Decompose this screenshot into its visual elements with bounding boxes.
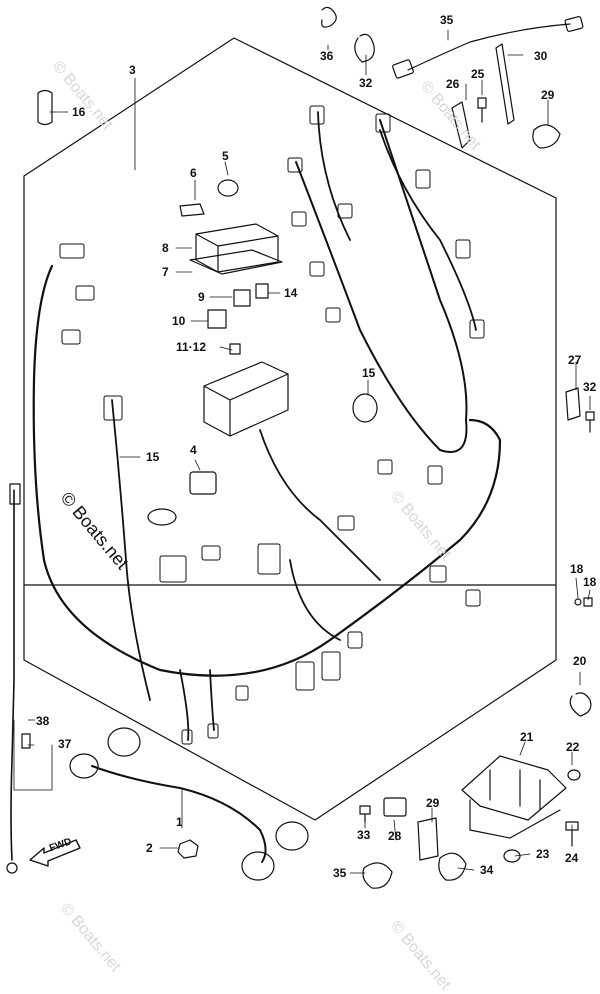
part-1-boot-d [241, 851, 275, 881]
part-2-nut [177, 839, 199, 859]
part-4-strap [147, 508, 177, 526]
callout-32-right: 32 [583, 380, 597, 394]
part-33-clamp [438, 852, 467, 881]
harness-trunk [32, 264, 502, 677]
callout-19: 20 [573, 654, 587, 668]
callout-10: 10 [172, 314, 186, 328]
part-7-gasket [189, 249, 283, 275]
part-5-grommet [217, 179, 239, 197]
callout-29: 29 [541, 88, 555, 102]
callout-8: 8 [162, 241, 169, 255]
callout-16: 16 [72, 105, 86, 119]
callout-4: 4 [190, 443, 197, 457]
callout-2: 2 [146, 841, 153, 855]
callout-6: 6 [190, 166, 197, 180]
harness-branch-right [295, 119, 468, 453]
part-35-wire [407, 23, 571, 71]
part-28-tab [417, 817, 439, 861]
callout-37: 37 [58, 737, 72, 751]
part-30-tie [495, 43, 515, 125]
callout-25: 26 [446, 77, 460, 91]
part-9-relay [233, 289, 251, 307]
part-24-bolt [477, 97, 487, 123]
callout-36: 36 [320, 49, 334, 63]
part-19-clip [569, 692, 592, 717]
callout-11-12: 11·12 [176, 340, 207, 354]
part-20-bracket [461, 755, 567, 839]
callout-24: 25 [471, 67, 485, 81]
part-17-nut [583, 597, 593, 607]
assembly-frame [23, 37, 557, 821]
harness-branch-top [317, 111, 477, 331]
part-29-clamp [532, 124, 561, 149]
callout-13: 14 [284, 286, 298, 300]
callout-3: 3 [129, 63, 136, 77]
callout-38: 38 [36, 714, 50, 728]
part-16-cap [37, 89, 53, 126]
callout-14: 15 [362, 366, 376, 380]
callout-9: 9 [198, 290, 205, 304]
leader-lines [13, 29, 591, 874]
part-35-connector-a [392, 59, 414, 79]
part-4-relay [189, 471, 217, 495]
diagram-drawing [6, 6, 595, 889]
callout-30: 30 [534, 49, 548, 63]
callout-20: 21 [520, 730, 534, 744]
part-1-boot-a [69, 753, 99, 779]
callout-15: 15 [146, 450, 160, 464]
part-35-connector-b [564, 15, 584, 33]
part-6-clip [179, 203, 205, 217]
fuse-housing [203, 361, 289, 437]
callout-33: 34 [480, 863, 494, 877]
callout-26: 27 [568, 353, 582, 367]
callout-22: 23 [536, 847, 550, 861]
part-34-clamp [362, 862, 393, 889]
harness-connectors [59, 105, 485, 745]
part-1-boot-c [275, 821, 309, 851]
callout-18: 18 [570, 562, 584, 576]
part-11-12-fuse [229, 343, 241, 355]
callout-7: 7 [162, 265, 169, 279]
part-22-collar [503, 849, 521, 863]
part-14-cap [352, 393, 378, 423]
callout-32-lower: 33 [357, 828, 371, 842]
part-8-fuse-box [195, 223, 279, 273]
wiring-harness-diagram: 3 16 36 32 35 30 26 25 29 5 6 8 7 9 14 1… [6, 6, 597, 993]
part-38-connector [21, 733, 31, 749]
callout-1: 1 [176, 815, 183, 829]
part-37-ground-wire [10, 489, 15, 861]
part-1-cable [91, 765, 267, 863]
callout-35: 35 [440, 13, 454, 27]
harness-branch-left [111, 399, 215, 741]
part-27-plate [383, 797, 407, 817]
part-26-bracket [565, 387, 581, 421]
callout-5: 5 [222, 149, 229, 163]
callout-28: 29 [426, 796, 440, 810]
part-36-clip [321, 6, 337, 28]
part-37-terminal-top [9, 483, 21, 505]
part-32-bolt-lower [359, 805, 371, 823]
fwd-arrow [29, 839, 81, 867]
part-21-washer [567, 769, 581, 781]
callout-21: 22 [566, 740, 580, 754]
part-23-screw [565, 821, 579, 847]
part-37-terminal-bottom [6, 862, 18, 874]
callout-23: 24 [565, 851, 579, 865]
part-18-washer [574, 598, 582, 606]
harness-branch-mid [259, 429, 381, 641]
part-13-fuse [255, 283, 269, 299]
callout-27: 28 [388, 829, 402, 843]
callout-31: 32 [359, 76, 373, 90]
callout-34: 35 [333, 866, 347, 880]
part-25-bracket [451, 101, 471, 149]
part-1-boot-b [107, 727, 141, 757]
part-32-bolt-right [585, 411, 595, 433]
part-31-band [354, 33, 375, 63]
callout-17: 18 [583, 575, 597, 589]
part-10-relay [207, 309, 227, 329]
